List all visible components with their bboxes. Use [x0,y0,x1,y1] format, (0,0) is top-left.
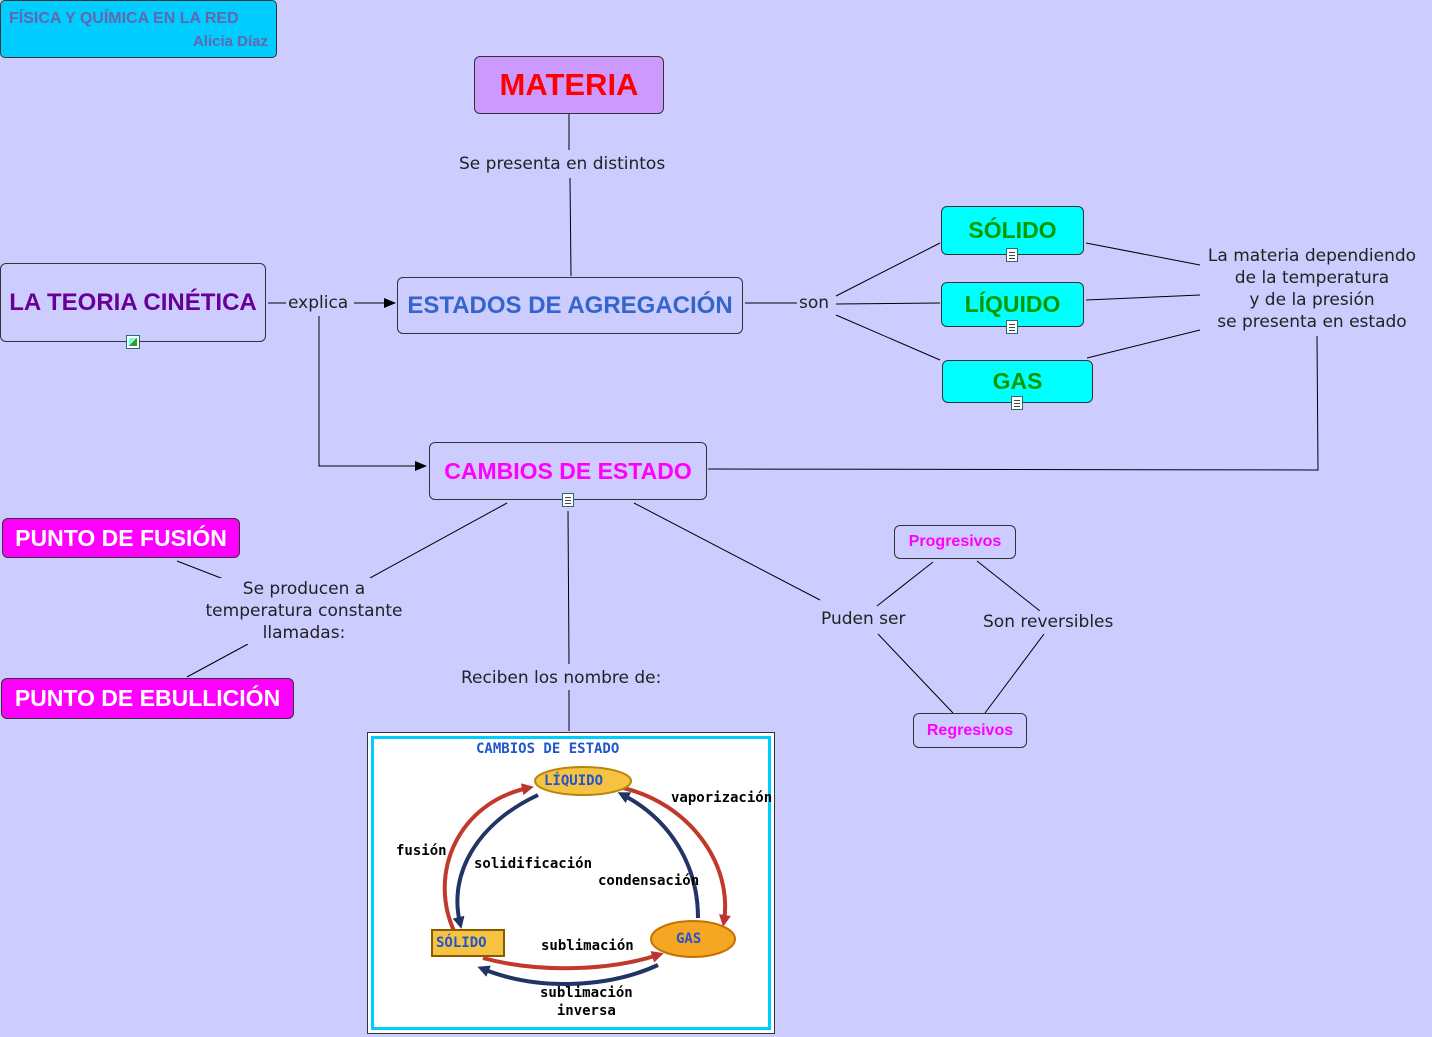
node-ebullicion-label: PUNTO DE EBULLICIÓN [14,685,281,711]
link-line: llamadas: [262,623,346,643]
image-resource-icon[interactable] [126,335,140,349]
link-explica: explica [286,292,351,314]
document-icon[interactable] [1006,248,1018,262]
link-line: de la temperatura [1234,268,1390,288]
link-se-presenta: Se presenta en distintos [455,153,670,175]
link-line: La materia dependiendo [1207,246,1417,266]
link-son-reversibles: Son reversibles [980,611,1117,633]
figure-line: inversa [556,1003,616,1019]
node-teoria-cinetica[interactable]: LA TEORIA CINÉTICA [0,263,266,342]
node-solido-label: SÓLIDO [968,217,1057,243]
node-cambios-label: CAMBIOS DE ESTADO [444,457,692,484]
figure-label-vaporizacion: vaporización [671,790,773,806]
document-icon[interactable] [1011,396,1023,410]
node-teoria-label: LA TEORIA CINÉTICA [9,288,257,316]
link-son: son [797,292,832,314]
node-estados-label: ESTADOS DE AGREGACIÓN [407,291,733,319]
node-liquido[interactable]: LÍQUIDO [941,282,1084,327]
node-cambios-estado[interactable]: CAMBIOS DE ESTADO [429,442,707,500]
state-cycle-graphic [431,766,736,986]
figure-label-gas: GAS [676,931,702,947]
node-estados-agregacion[interactable]: ESTADOS DE AGREGACIÓN [397,277,743,334]
cambios-estado-figure[interactable]: CAMBIOS DE ESTADO LÍQUIDO SÓLIDO GAS vap… [367,732,775,1034]
figure-label-sublimacion-inversa: sublimación inversa [540,984,633,1020]
node-punto-ebullicion[interactable]: PUNTO DE EBULLICIÓN [1,678,294,719]
figure-label-fusion: fusión [396,843,447,859]
link-line: Se producen a [242,579,366,599]
node-gas[interactable]: GAS [942,360,1093,403]
node-solido[interactable]: SÓLIDO [941,206,1084,255]
figure-label-sublimacion: sublimación [541,938,634,954]
node-liquido-label: LÍQUIDO [964,291,1061,317]
figure-frame [371,736,771,1030]
link-reciben: Reciben los nombre de: [457,667,666,689]
node-punto-fusion[interactable]: PUNTO DE FUSIÓN [2,518,240,558]
node-regresivos[interactable]: Regresivos [913,713,1027,748]
header-author: Alicia Díaz [192,33,268,50]
node-gas-label: GAS [992,368,1043,394]
figure-label-condensacion: condensación [598,873,700,889]
link-materia-dependiendo: La materia dependiendo de la temperatura… [1200,245,1424,333]
header-title: FÍSICA Y QUÍMICA EN LA RED [9,10,239,27]
node-fusion-label: PUNTO DE FUSIÓN [15,524,227,551]
figure-title: CAMBIOS DE ESTADO [476,741,620,757]
figure-line: sublimación [540,985,633,1001]
node-regresivos-label: Regresivos [926,721,1014,739]
link-se-producen: Se producen a temperatura constante llam… [195,578,413,644]
node-progresivos[interactable]: Progresivos [894,525,1016,559]
node-progresivos-label: Progresivos [908,533,1002,550]
link-line: se presenta en estado [1217,312,1407,332]
node-materia-label: MATERIA [499,67,639,102]
figure-label-solido: SÓLIDO [436,935,487,951]
document-icon[interactable] [1006,320,1018,334]
figure-label-liquido: LÍQUIDO [544,773,604,789]
header-box: FÍSICA Y QUÍMICA EN LA RED Alicia Díaz [0,0,277,58]
node-materia[interactable]: MATERIA [474,56,664,114]
link-line: temperatura constante [205,601,403,621]
figure-label-solidificacion: solidificación [474,856,593,872]
link-puden-ser: Puden ser [818,608,909,630]
document-icon[interactable] [562,493,574,507]
link-line: y de la presión [1249,290,1375,310]
